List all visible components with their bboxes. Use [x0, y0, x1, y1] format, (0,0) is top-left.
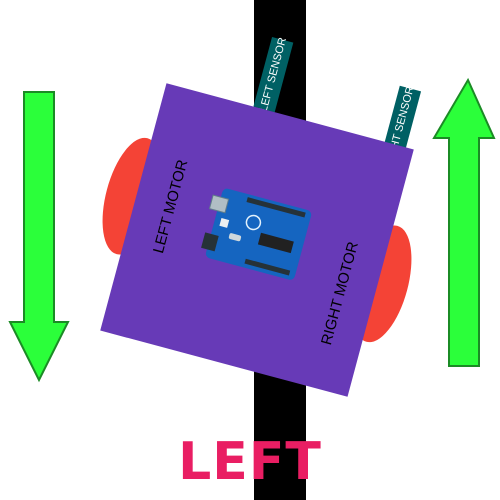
- arrow-up-icon: [432, 77, 496, 367]
- power-jack: [201, 232, 219, 252]
- crystal: [228, 233, 242, 242]
- arduino-board-icon: [201, 188, 312, 280]
- robot-car: LEFT SENSOR RIGHT SENSOR LEFT MOTOR RIGH…: [100, 36, 422, 397]
- direction-caption: LEFT: [178, 432, 322, 492]
- header-top: [246, 197, 306, 218]
- board-logo: [245, 214, 262, 231]
- arrow-down-icon: [8, 91, 70, 383]
- microcontroller-chip: [257, 232, 294, 254]
- header-bottom: [244, 258, 291, 276]
- reset-button: [219, 218, 230, 228]
- usb-port: [208, 194, 230, 214]
- left-sensor-bar: [253, 36, 294, 113]
